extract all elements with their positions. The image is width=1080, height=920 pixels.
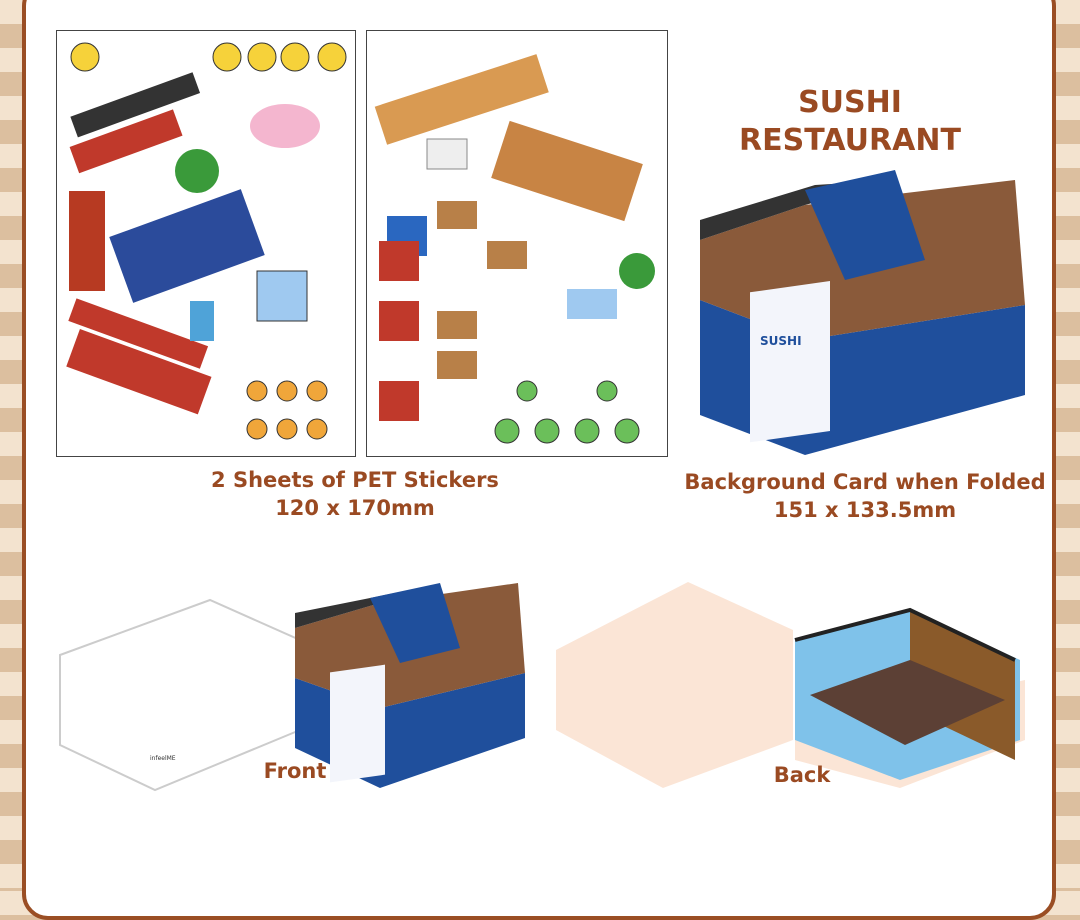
sticker-sheet-2 [366, 30, 668, 457]
sticker-sheet-1 [56, 30, 356, 457]
card-caption: Background Card when Folded 151 x 133.5m… [680, 468, 1050, 524]
card-size: 151 x 133.5mm [773, 498, 957, 522]
front-box-illustration [295, 583, 525, 788]
title-line1: SUSHI [798, 85, 902, 120]
stickers-size: 120 x 170mm [275, 496, 435, 520]
sticker-sheet-1-art [66, 42, 347, 440]
back-box-illustration [794, 607, 1025, 788]
stickers-caption-line1: 2 Sheets of PET Stickers [211, 468, 499, 492]
front-label: Front [263, 759, 327, 783]
back-card-flat [556, 582, 793, 788]
box-label: SUSHI [760, 334, 802, 348]
product-title: SUSHI RESTAURANT [720, 84, 980, 160]
folded-box-illustration: SUSHI [700, 170, 1025, 455]
sticker-sheet-2-art [374, 54, 655, 444]
card-caption-line1: Background Card when Folded [684, 470, 1046, 494]
stickers-caption: 2 Sheets of PET Stickers 120 x 170mm [180, 466, 530, 522]
brand-logo: infeelME [150, 755, 176, 762]
title-line2: RESTAURANT [739, 123, 961, 158]
back-label: Back [773, 763, 831, 787]
